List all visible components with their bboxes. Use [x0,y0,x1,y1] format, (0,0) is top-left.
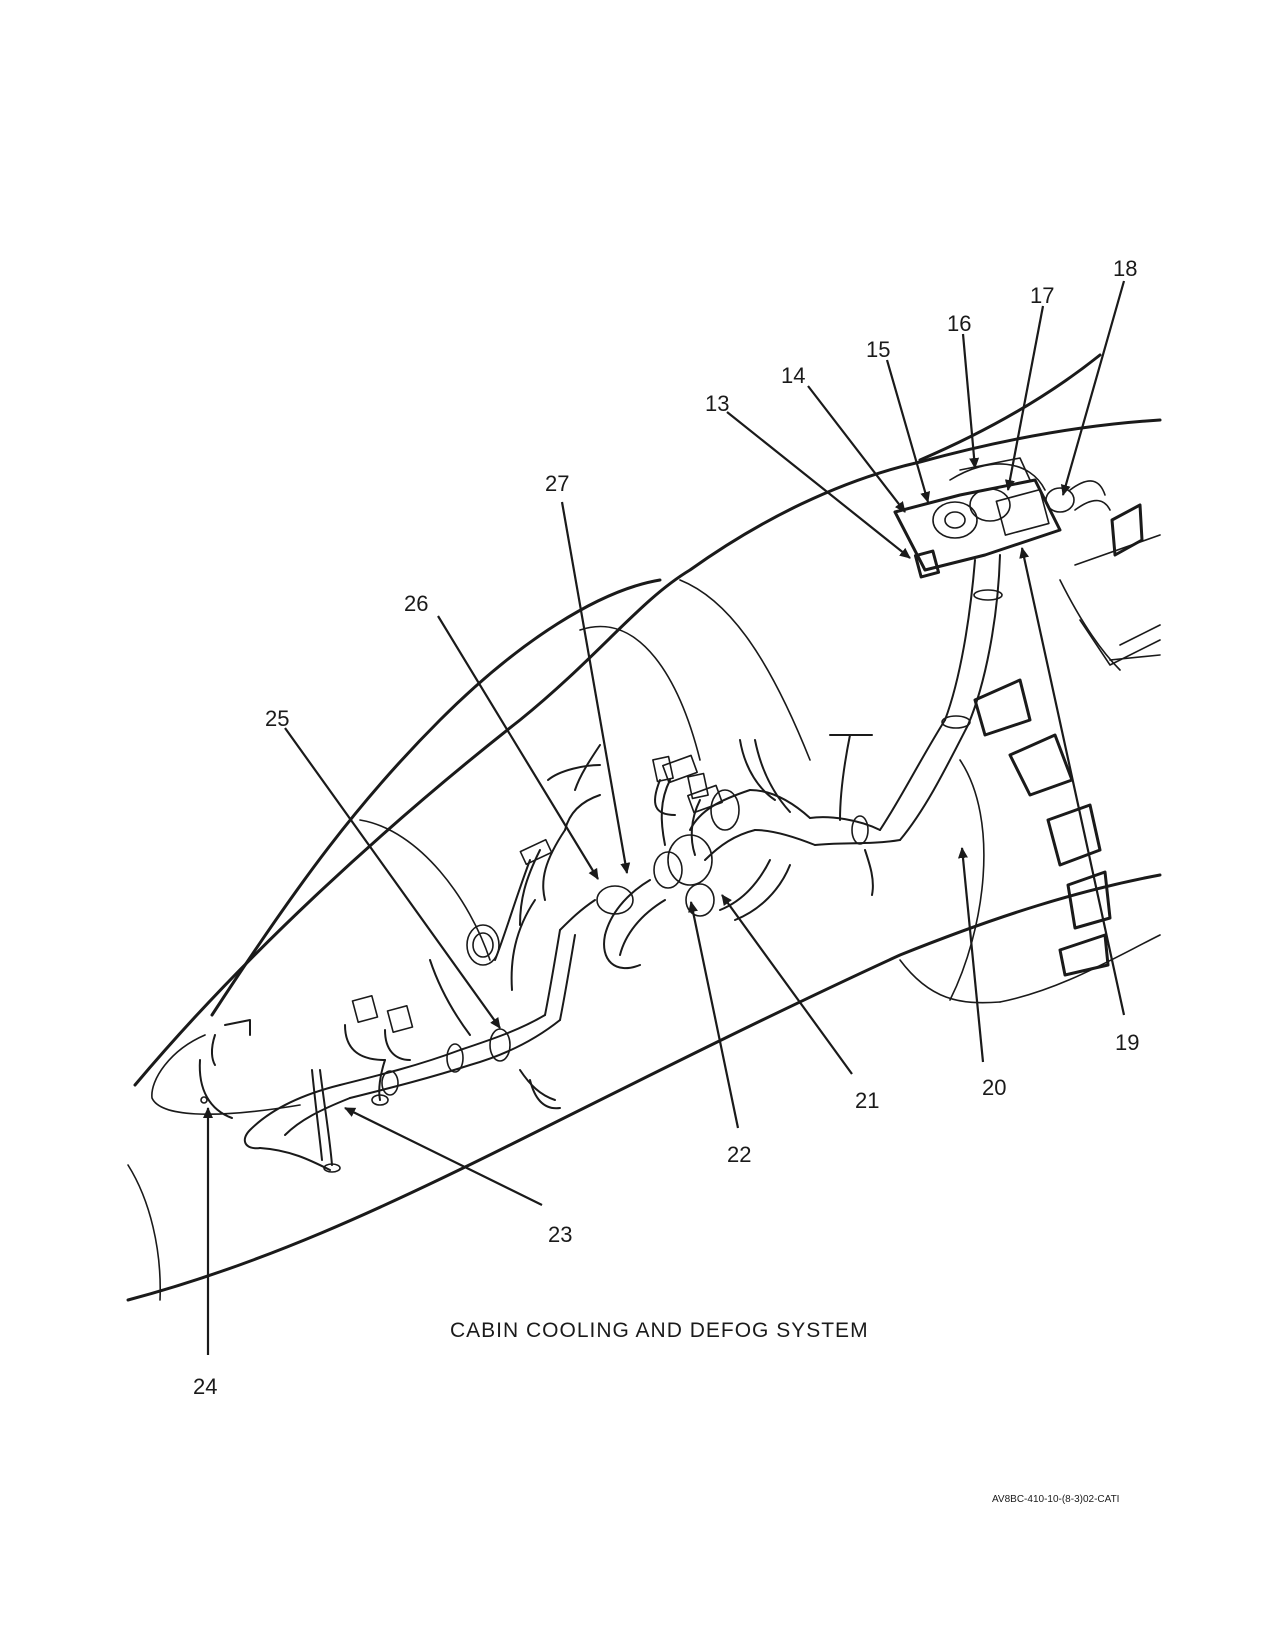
leader-18 [1060,280,1126,496]
callout-25: 25 [265,706,289,731]
leader-lines [203,280,1126,1355]
callout-16: 16 [947,311,971,336]
leader-25 [284,727,501,1029]
callout-23: 23 [548,1222,572,1247]
leader-26 [437,615,599,880]
leader-22 [688,901,740,1129]
callout-21: 21 [855,1088,879,1113]
figure-id: AV8BC-410-10-(8-3)02-CATI [992,1494,1119,1505]
leader-16 [961,333,980,469]
callout-numbers: 13 14 15 16 17 18 19 20 21 22 23 24 25 2… [193,256,1139,1399]
callout-27: 27 [545,471,569,496]
leader-13 [726,411,911,559]
callout-26: 26 [404,591,428,616]
callout-14: 14 [781,363,805,388]
leader-23 [344,1107,543,1206]
callout-15: 15 [866,337,890,362]
callout-18: 18 [1113,256,1137,281]
callout-13: 13 [705,391,729,416]
main-ducting [198,734,901,1173]
fuselage-outline [126,353,1162,1302]
leader-14 [807,385,906,513]
refrigeration-unit [879,457,1111,841]
callout-22: 22 [727,1142,751,1167]
figure-caption: CABIN COOLING AND DEFOG SYSTEM [450,1319,869,1342]
leader-27 [560,501,631,874]
callout-19: 19 [1115,1030,1139,1055]
leader-19 [1019,547,1126,1016]
leader-15 [885,359,931,503]
leader-21 [721,894,853,1075]
leader-17 [1004,305,1045,491]
callout-24: 24 [193,1374,217,1399]
callout-17: 17 [1030,283,1054,308]
callout-20: 20 [982,1075,1006,1100]
leader-20 [958,847,985,1063]
